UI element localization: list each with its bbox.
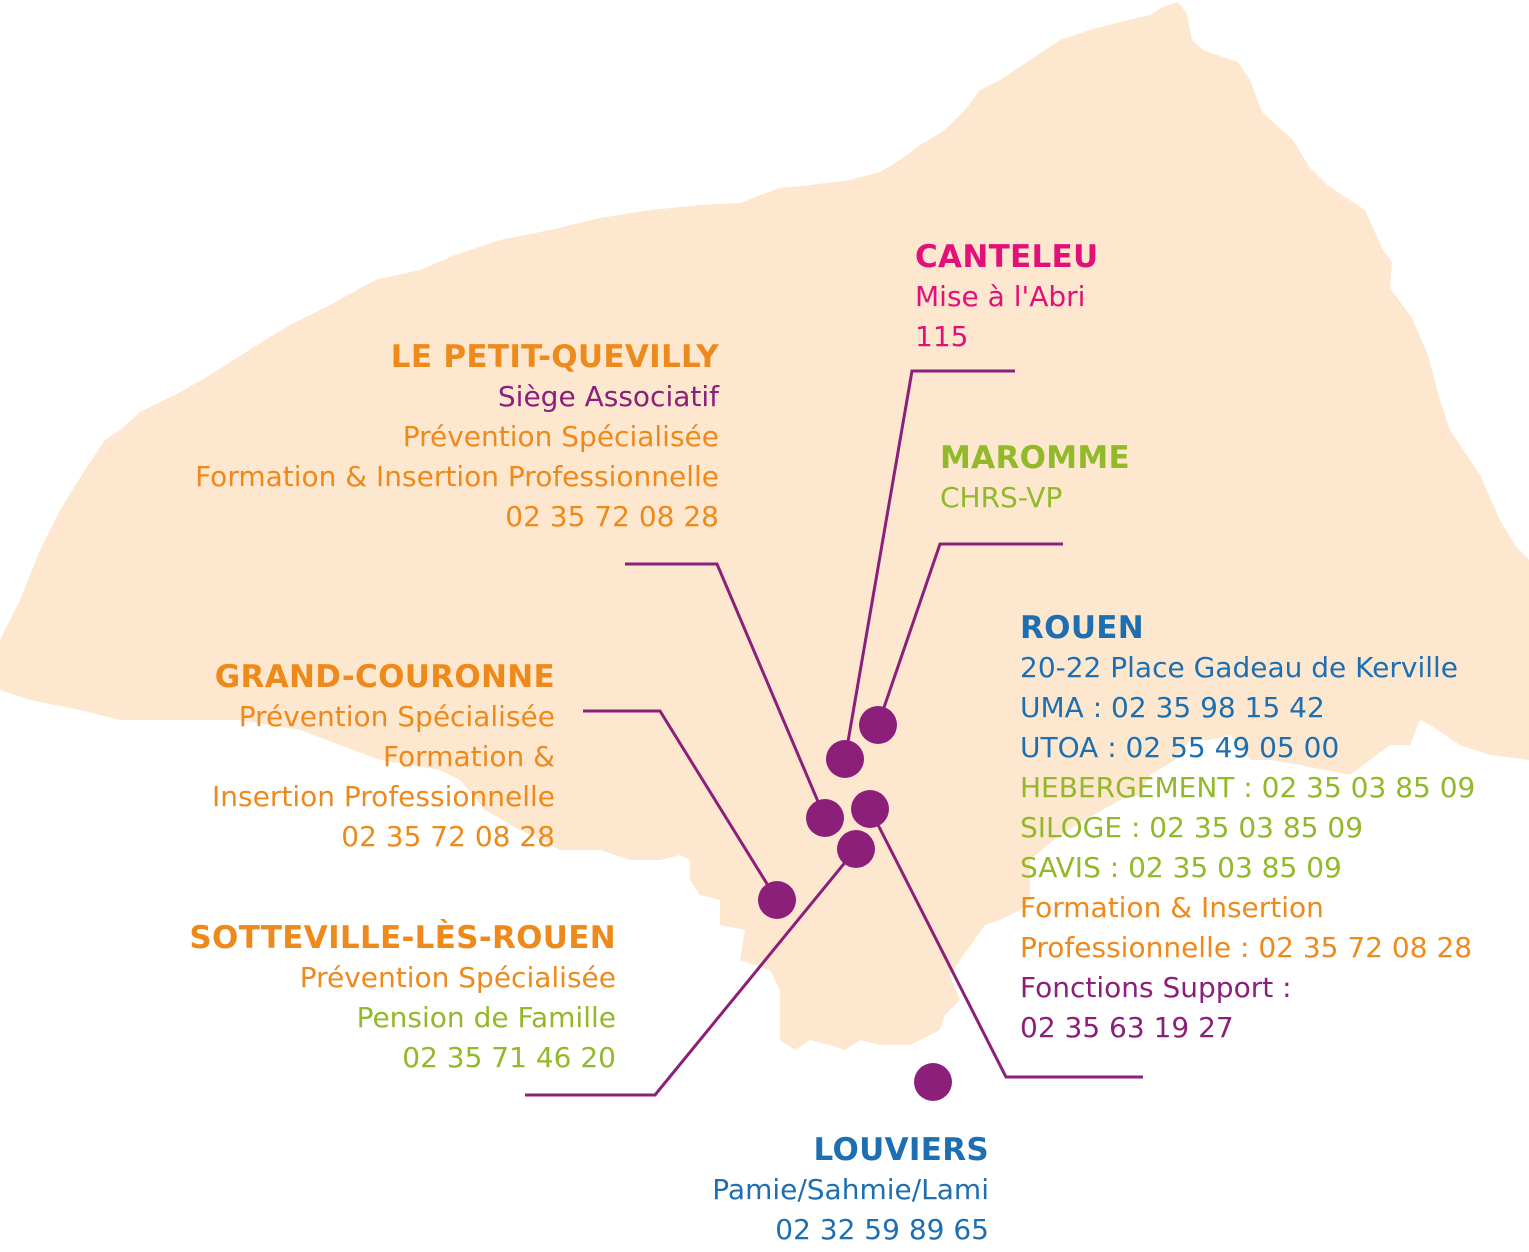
canteleu-phone: 115 <box>915 320 969 353</box>
petit-quevilly-phone: 02 35 72 08 28 <box>505 500 719 533</box>
marker-rouen[interactable] <box>851 790 889 828</box>
maromme-service: CHRS-VP <box>940 481 1063 514</box>
marker-le-petit-quevilly[interactable] <box>806 799 844 837</box>
sotteville-phone: 02 35 71 46 20 <box>402 1041 616 1074</box>
label-le-petit-quevilly: LE PETIT-QUEVILLY Siège Associatif Préve… <box>195 337 719 537</box>
rouen-hebergement: HEBERGEMENT : 02 35 03 85 09 <box>1020 771 1476 804</box>
petit-quevilly-title: LE PETIT-QUEVILLY <box>390 339 719 375</box>
leader-line-rouen <box>868 808 1143 1079</box>
louviers-title: LOUVIERS <box>813 1132 989 1168</box>
canteleu-title: CANTELEU <box>915 239 1099 275</box>
rouen-support-phone: 02 35 63 19 27 <box>1020 1011 1234 1044</box>
sotteville-prevention: Prévention Spécialisée <box>299 961 616 994</box>
seine-maritime-land <box>0 2 1529 1050</box>
marker-canteleu[interactable] <box>826 740 864 778</box>
marker-louviers[interactable] <box>914 1063 952 1101</box>
rouen-support: Fonctions Support : <box>1020 971 1292 1004</box>
grand-couronne-title: GRAND-COURONNE <box>214 659 555 695</box>
location-markers <box>758 706 952 1101</box>
grand-couronne-insertion: Insertion Professionnelle <box>212 780 555 813</box>
louviers-phone: 02 32 59 89 65 <box>775 1213 989 1246</box>
rouen-address: 20-22 Place Gadeau de Kerville <box>1020 651 1459 684</box>
grand-couronne-phone: 02 35 72 08 28 <box>341 820 555 853</box>
rouen-utoa: UTOA : 02 55 49 05 00 <box>1020 731 1340 764</box>
maromme-title: MAROMME <box>940 440 1131 476</box>
rouen-formation-phone: Professionnelle : 02 35 72 08 28 <box>1020 931 1473 964</box>
louviers-service: Pamie/Sahmie/Lami <box>712 1173 989 1206</box>
label-louviers: LOUVIERS Pamie/Sahmie/Lami 02 32 59 89 6… <box>712 1130 989 1250</box>
sotteville-title: SOTTEVILLE-LÈS-ROUEN <box>189 920 616 956</box>
grand-couronne-formation: Formation & <box>382 740 555 773</box>
rouen-siloge: SILOGE : 02 35 03 85 09 <box>1020 811 1364 844</box>
petit-quevilly-formation: Formation & Insertion Professionnelle <box>195 460 719 493</box>
marker-maromme[interactable] <box>859 706 897 744</box>
leader-line-sotteville <box>525 848 858 1097</box>
label-maromme: MAROMME CHRS-VP <box>940 438 1130 518</box>
sotteville-pension: Pension de Famille <box>356 1001 616 1034</box>
petit-quevilly-siege: Siège Associatif <box>497 380 719 413</box>
leader-line-petit-quevilly <box>625 562 827 819</box>
grand-couronne-prevention: Prévention Spécialisée <box>238 700 555 733</box>
label-canteleu: CANTELEU Mise à l'Abri 115 <box>915 237 1099 357</box>
leader-line-canteleu <box>843 369 1015 760</box>
rouen-savis: SAVIS : 02 35 03 85 09 <box>1020 851 1342 884</box>
leader-line-maromme <box>876 542 1063 726</box>
rouen-formation: Formation & Insertion <box>1020 891 1324 924</box>
petit-quevilly-prevention: Prévention Spécialisée <box>402 420 719 453</box>
rouen-uma: UMA : 02 35 98 15 42 <box>1020 691 1325 724</box>
leader-line-grand-couronne <box>583 709 779 901</box>
label-grand-couronne: GRAND-COURONNE Prévention Spécialisée Fo… <box>212 657 555 857</box>
leader-lines <box>525 369 1143 1097</box>
rouen-title: ROUEN <box>1020 610 1145 646</box>
label-rouen: ROUEN 20-22 Place Gadeau de Kerville UMA… <box>1020 608 1475 1048</box>
marker-grand-couronne[interactable] <box>758 881 796 919</box>
label-sotteville: SOTTEVILLE-LÈS-ROUEN Prévention Spéciali… <box>189 918 616 1078</box>
marker-sotteville[interactable] <box>837 830 875 868</box>
canteleu-service: Mise à l'Abri <box>915 280 1086 313</box>
